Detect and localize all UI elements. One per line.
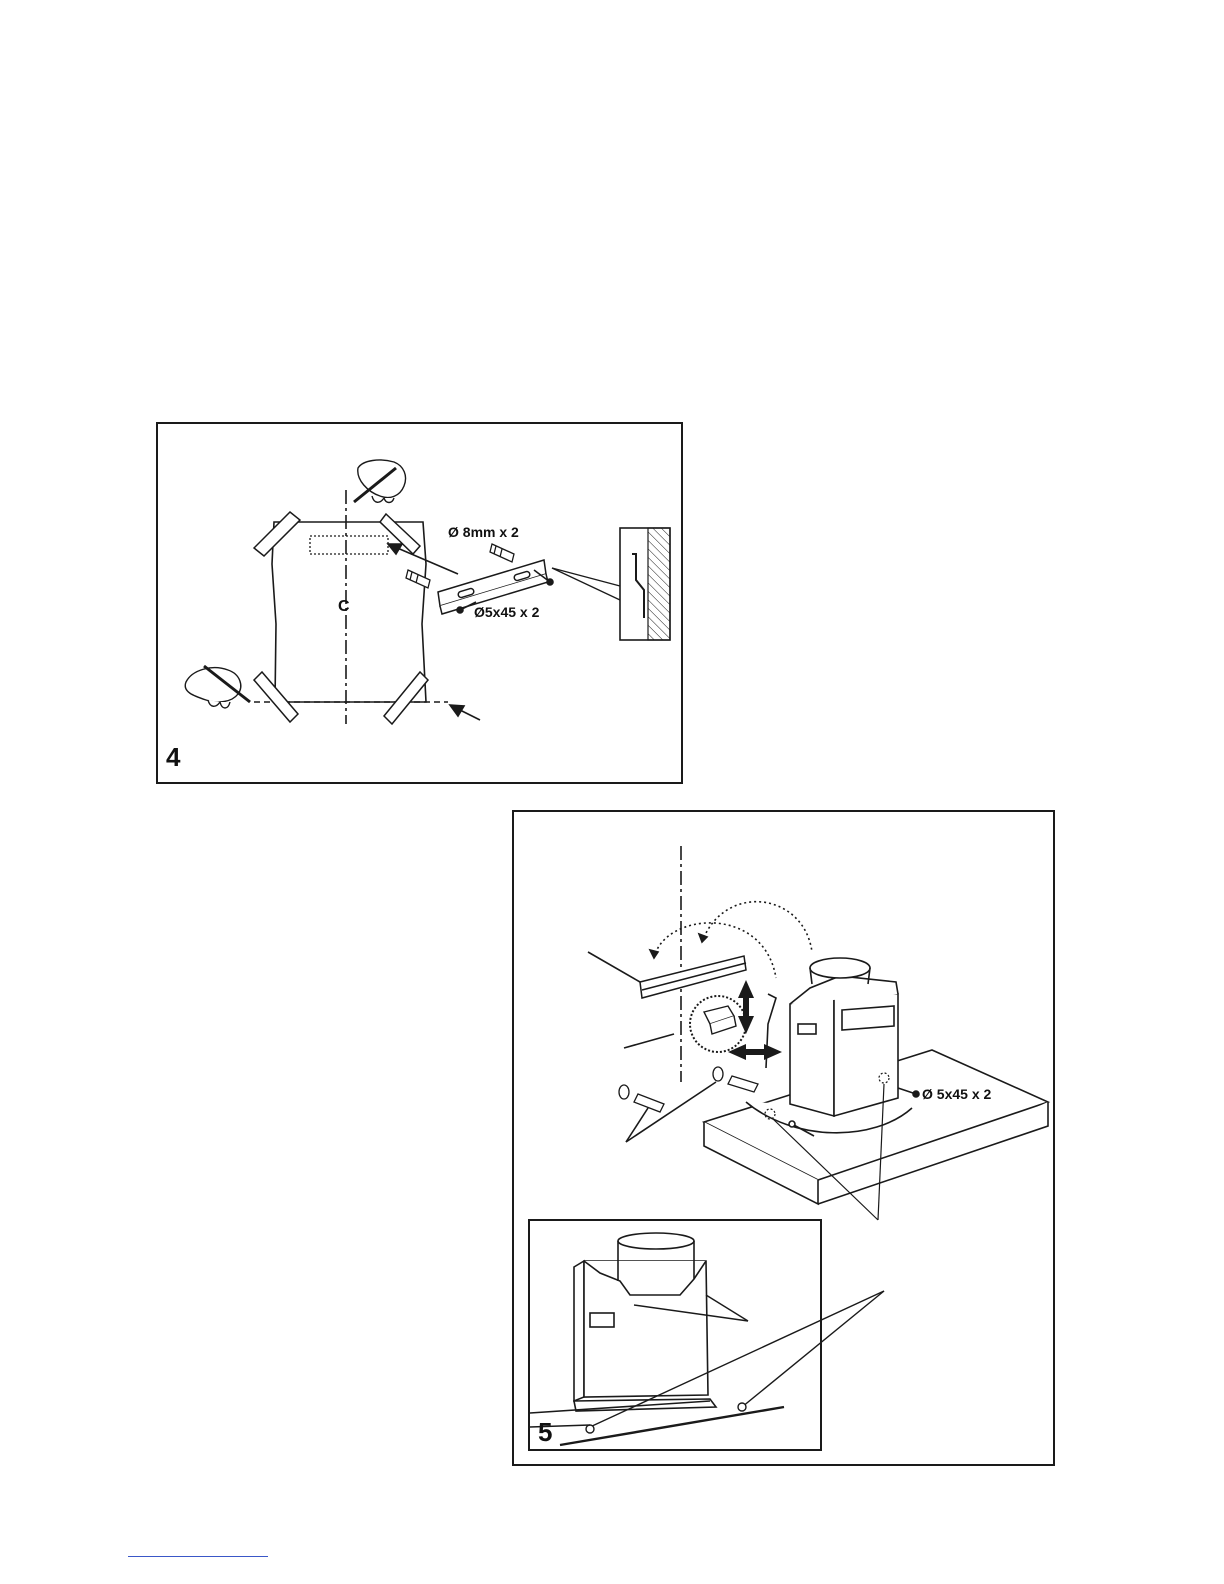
screw-size-label: Ø 5x45 x 2 [922, 1086, 991, 1102]
figure-4: Ø 8mm x 2 Ø5x45 x 2 C 4 [156, 422, 683, 784]
bracket-outline [310, 536, 388, 554]
hand-pencil-top [354, 460, 406, 503]
figure-5: Ø 5x45 x 2 [512, 810, 1055, 1466]
junction-box [690, 996, 746, 1052]
wall-plugs [619, 1067, 758, 1112]
motor-housing [790, 958, 898, 1116]
hand-pencil-bottom [185, 666, 250, 708]
inset-motor-housing [574, 1233, 716, 1411]
figure-number: 5 [538, 1419, 552, 1445]
figure-5-inset: 5 [528, 1219, 822, 1451]
footer-link-underline [128, 1556, 268, 1557]
dowel-size-label: Ø 8mm x 2 [448, 524, 519, 540]
screw-size-label: Ø5x45 x 2 [474, 604, 539, 620]
figure-4-illustration [158, 424, 685, 786]
tape-strips [254, 512, 428, 724]
figure-number: 4 [166, 744, 180, 770]
adjustment-arrows [728, 980, 782, 1060]
centerline-symbol: C [338, 598, 350, 616]
dotted-arc-2 [702, 902, 812, 952]
wall-section-detail [620, 528, 670, 640]
mounting-rail [640, 956, 746, 998]
inset-illustration [530, 1221, 824, 1453]
